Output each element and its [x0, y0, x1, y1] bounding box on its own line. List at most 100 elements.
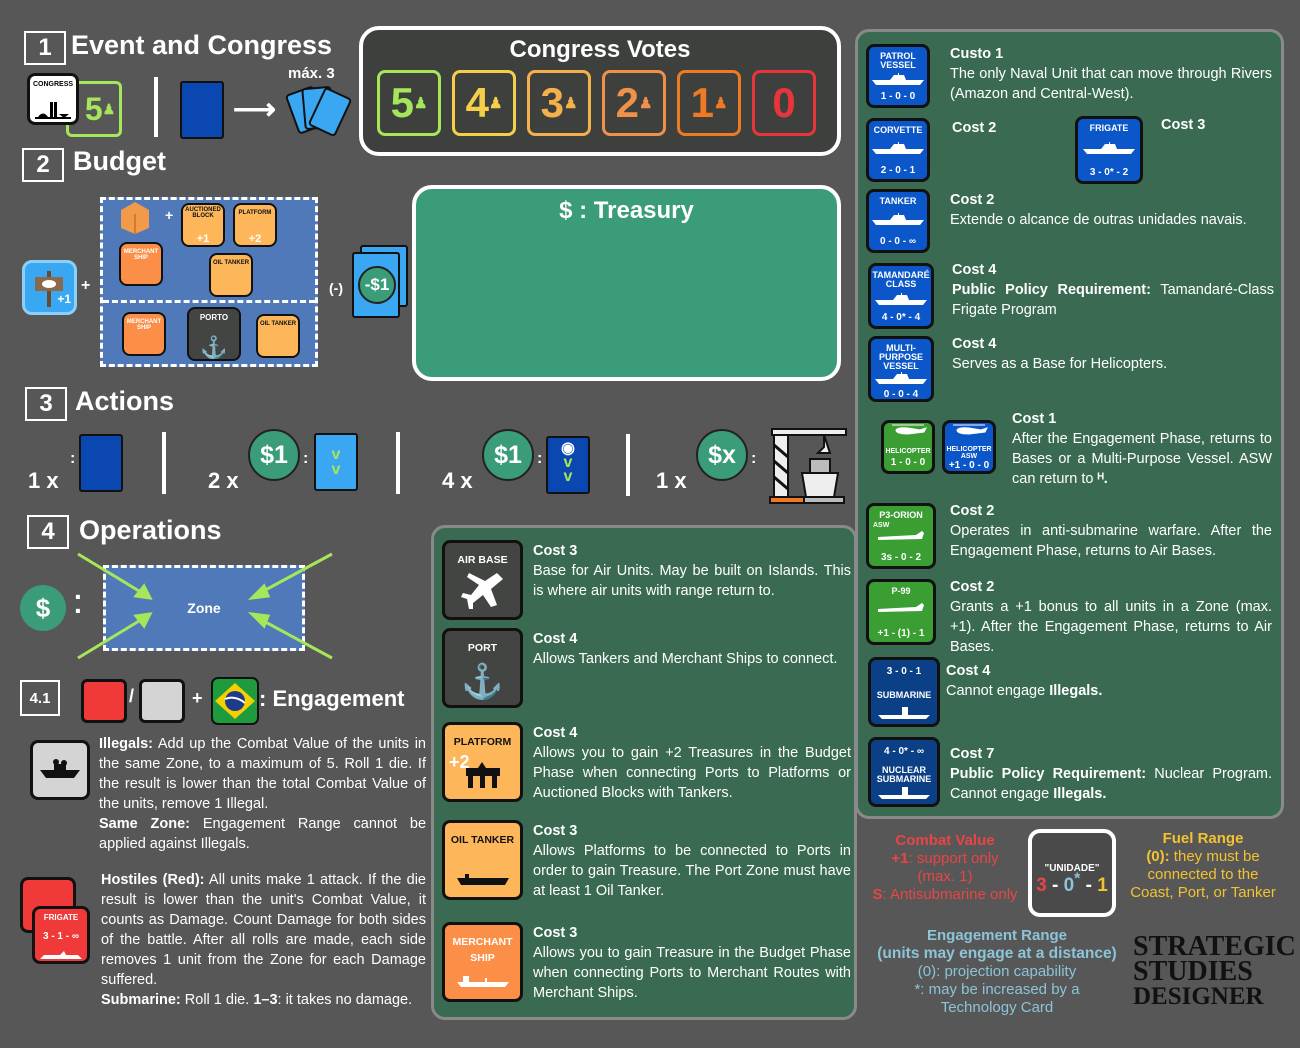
unit-description: Cost 4 Public Policy Requirement: Tamanda…	[952, 260, 1274, 320]
congress-votes-title: Congress Votes	[509, 36, 691, 63]
merchant-ship-tile: MERCHANT SHIP	[122, 312, 166, 356]
congress-votes-badge: 5♟	[66, 81, 122, 137]
plus-sign: +	[165, 207, 174, 223]
asw-label: ASW	[873, 522, 890, 529]
treasury-label: $ : Treasury	[559, 197, 694, 224]
bold-text: 1–3	[253, 992, 278, 1008]
text-segment: Engagement Range cannot be applied again…	[99, 816, 427, 852]
description-text: After the Engagement Phase, returns to B…	[1012, 431, 1272, 487]
tile-bonus: +2	[248, 233, 262, 245]
unit-description: Cost 3	[1161, 115, 1271, 135]
action-count: 2 x	[208, 468, 239, 493]
bold-text: Same Zone:	[99, 816, 191, 832]
tile-label: AUCTIONED BLOCK	[185, 207, 221, 219]
tile-stats: 3s - 0 - 2	[880, 552, 922, 563]
colon: :	[70, 450, 76, 467]
action-count: 4 x	[442, 468, 473, 493]
merchant-ship-silhouette-icon	[456, 976, 509, 987]
strategic-studies-logo: STRATEGIC STUDIES DESIGNER	[1133, 933, 1296, 1010]
treasury-box: $ : Treasury	[412, 185, 841, 381]
text-segment: Allows Platforms to be connected to Port…	[533, 843, 851, 899]
text-segment: Nuclear Program. Cannot engage	[950, 766, 1272, 802]
congressman-icon: ♟	[563, 95, 578, 112]
description-text: Allows Platforms to be connected to Port…	[533, 843, 851, 899]
helicopter-silhouette-icon	[953, 424, 988, 435]
bold-text: Submarine:	[101, 992, 181, 1008]
unit-description: Cost 4 Cannot engage Illegals.	[946, 661, 1268, 701]
text-segment: All units make 1 attack. If the die resu…	[101, 872, 426, 988]
vote-value: 3	[540, 79, 564, 126]
text-segment: Roll 1 die.	[180, 992, 254, 1008]
section-title-event: Event and Congress	[71, 30, 333, 60]
description-text: Base for Air Units. May be built on Isla…	[533, 563, 851, 599]
fuel-range-legend: Fuel Range (0): they must be connected t…	[1128, 830, 1278, 902]
cost-label: Cost 7	[950, 746, 995, 762]
hostile-frigate-tile: FRIGATE 3 - 1 - ∞	[32, 906, 90, 964]
text-segment: Grants a +1 bonus to all units in a Zone…	[950, 599, 1272, 655]
tile-label: PORTO	[199, 313, 229, 322]
tile-icon-wrap	[876, 785, 932, 804]
text-segment: Extende o alcance de outras unidades nav…	[950, 212, 1247, 228]
port-tile: PORT⚓	[442, 628, 523, 708]
congressman-icon: ♟	[488, 95, 503, 112]
description-text: The only Naval Unit that can move throug…	[950, 66, 1272, 102]
tile-bonus: +1	[196, 233, 210, 245]
section-title-actions: Actions	[75, 386, 175, 416]
cost-label: Cost 4	[946, 663, 991, 679]
description-text: Cannot engage Illegals.	[946, 683, 1102, 699]
description-text: Allows you to gain Treasure in the Budge…	[533, 945, 851, 1001]
cost-coin: $x	[696, 429, 748, 481]
congressman-icon: ♟	[102, 100, 116, 117]
section-number: 3	[25, 387, 67, 421]
engagement-range-legend: Engagement Range (units may engage at a …	[862, 927, 1132, 1017]
colon: :	[303, 450, 309, 467]
ship-silhouette-icon	[875, 292, 927, 305]
arrow-right-icon: ⟶	[233, 93, 277, 126]
congressman-icon: ♟	[413, 95, 428, 112]
fuel-range: 1	[1097, 875, 1108, 896]
smuggler-boat-icon	[40, 759, 80, 778]
congressman-icon: ♟	[713, 95, 728, 112]
description-text: Serves as a Base for Helicopters.	[952, 356, 1167, 372]
legend-title: Combat Value	[895, 832, 995, 849]
tile-label: MERCHANT SHIP	[452, 936, 513, 964]
bold-text: Public Policy Requirement:	[950, 766, 1147, 782]
oil-tanker-tile: OIL TANKER	[442, 820, 523, 900]
action-4: 1 x$x:	[656, 429, 796, 500]
section-number: 4	[27, 515, 69, 549]
divider	[626, 434, 630, 496]
description-text: Allows you to gain +2 Treasures in the B…	[533, 745, 851, 801]
air-base-tile: AIR BASE	[442, 540, 523, 620]
description-text: Public Policy Requirement: Tamandaré-Cla…	[952, 282, 1274, 318]
converging-arrows-icon	[77, 552, 333, 660]
tile-icon-wrap	[888, 423, 928, 441]
vote-badge-0: 0	[752, 70, 816, 136]
oil-tanker-tile: OIL TANKER	[209, 253, 253, 297]
platform-tile: PLATFORM +2	[233, 203, 277, 247]
unit-description: Cost 7 Public Policy Requirement: Nuclear…	[950, 744, 1272, 804]
tile-stats: 1 - 0 - 0	[880, 91, 916, 102]
cost-label: Cost 4	[952, 262, 997, 278]
action-count: 1 x	[28, 468, 59, 493]
text-segment: Allows you to gain Treasure in the Budge…	[533, 945, 851, 1001]
tile-stats: 0 - 0 - 4	[883, 389, 919, 400]
text-segment: Serves as a Base for Helicopters.	[952, 356, 1168, 372]
vote-badge-1: 1♟	[677, 70, 741, 136]
fishing-sign-icon	[35, 271, 63, 307]
divider	[154, 77, 158, 137]
logo-line: STUDIES	[1133, 956, 1253, 987]
zone-divider	[103, 300, 315, 303]
hostiles-rule: Hostiles (Red): All units make 1 attack.…	[101, 870, 426, 1010]
bold-text: Illegals.	[1049, 683, 1103, 699]
helicopter-silhouette-icon	[892, 424, 927, 435]
tile-label: MULTI-PURPOSE VESSEL	[878, 343, 923, 371]
tile-label: MERCHANT SHIP	[123, 249, 159, 261]
cost-label: Cost 2	[952, 120, 997, 136]
tile-label: PLATFORM	[238, 210, 272, 216]
shipyard-crane-icon	[769, 428, 847, 504]
auctioned-block-tile: AUCTIONED BLOCK +1	[181, 203, 225, 247]
tile-label: OIL TANKER	[450, 834, 515, 846]
tile-stats: 0 - 0 - ∞	[879, 236, 917, 247]
